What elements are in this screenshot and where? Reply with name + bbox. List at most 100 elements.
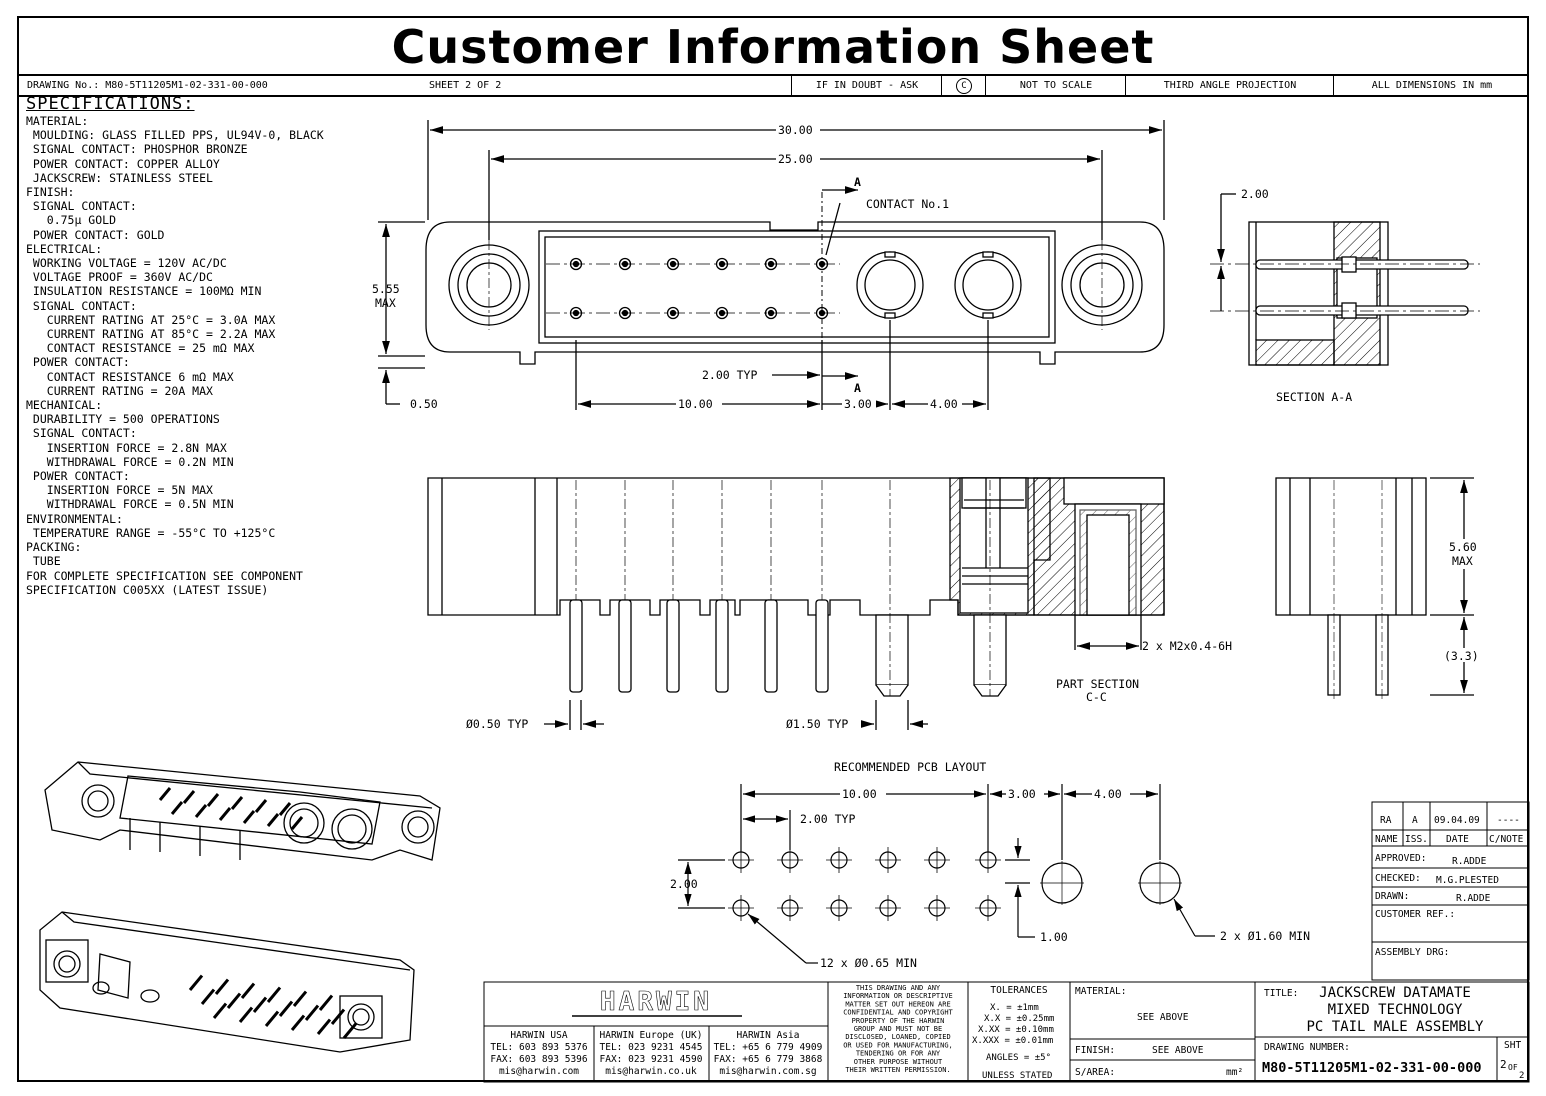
iso-pin — [240, 982, 256, 999]
pcb-dim-200: 2.00 — [670, 877, 698, 891]
spec-line: 0.75µ GOLD — [26, 213, 117, 228]
drawing-number: M80-5T11205M1-02-331-00-000 — [1262, 1060, 1481, 1076]
dim-050: 0.50 — [410, 397, 438, 411]
dimension-units-note: ALL DIMENSIONS IN mm — [1333, 76, 1530, 95]
power-contact-1 — [856, 251, 924, 319]
title-block — [483, 981, 1530, 1083]
spec-line: MECHANICAL: — [26, 398, 103, 413]
rev-name: RA — [1380, 815, 1392, 826]
tolerance-x: X. = ±1mm — [990, 1003, 1039, 1013]
confidential-line: MATTER SET OUT HEREON ARE — [845, 1000, 950, 1008]
confidential-line: THIS DRAWING AND ANY — [856, 984, 941, 992]
pcb-dim-100: 1.00 — [1040, 930, 1068, 944]
iso-pin — [182, 790, 196, 804]
confidential-line: OTHER PURPOSE WITHOUT — [854, 1058, 943, 1066]
iso-pin — [218, 807, 232, 821]
iso-pin — [188, 974, 204, 991]
isometric-view-top — [44, 761, 441, 861]
specifications-block: SPECIFICATIONS: MATERIAL: MOULDING: GLAS… — [26, 94, 324, 597]
power-contact-2 — [954, 251, 1022, 319]
iso-pin — [318, 994, 334, 1011]
projection-note: THIRD ANGLE PROJECTION — [1125, 76, 1334, 95]
iso-pin — [242, 810, 256, 824]
iso-pin — [330, 1008, 346, 1025]
dim-10: 10.00 — [678, 397, 713, 411]
pcb-dim-10: 10.00 — [842, 787, 877, 801]
confidential-line: GROUP AND MUST NOT BE — [854, 1025, 943, 1033]
title-line-3: PC TAIL MALE ASSEMBLY — [1306, 1019, 1484, 1035]
spec-line: JACKSCREW: STAINLESS STEEL — [26, 170, 213, 185]
asia-office: HARWIN Asia — [737, 1030, 800, 1041]
section-aa-view — [1210, 193, 1480, 366]
spec-line: WITHDRAWAL FORCE = 0.5N MIN — [26, 497, 234, 512]
spec-line: CURRENT RATING AT 85°C = 2.2A MAX — [26, 327, 276, 342]
drawing-number-label: DRAWING NUMBER: — [1264, 1042, 1350, 1053]
side-signal-pin — [666, 599, 680, 693]
copyright-mark: C — [941, 76, 986, 95]
iso-pin — [304, 1004, 320, 1021]
iso-pin — [290, 1014, 306, 1031]
iso-pin — [214, 978, 230, 995]
dim-4: 4.00 — [930, 397, 958, 411]
spec-line: TEMPERATURE RANGE = -55°C TO +125°C — [26, 525, 276, 540]
iso-pin — [254, 799, 268, 813]
harwin-logo: HARWIN — [600, 987, 712, 1017]
spec-line: CONTACT RESISTANCE 6 mΩ MAX — [26, 369, 234, 384]
iso-pin — [266, 813, 280, 827]
specifications-heading: SPECIFICATIONS: — [26, 94, 195, 114]
rev-cnote: ---- — [1497, 815, 1520, 826]
side-signal-pin — [569, 599, 583, 693]
dim-560: 5.60 — [1449, 540, 1477, 554]
iso-pin — [252, 996, 268, 1013]
iso-pin — [342, 1022, 358, 1039]
pcb-holes-signal: 12 x Ø0.65 MIN — [820, 956, 917, 970]
usa-email: mis@harwin.com — [499, 1066, 579, 1077]
dim-3: 3.00 — [844, 397, 872, 411]
sheet-total: 2 — [1519, 1071, 1524, 1081]
part-section-cc: C-C — [1086, 690, 1107, 704]
spec-line: SIGNAL CONTACT: — [26, 426, 137, 441]
title-line-1: JACKSCREW DATAMATE — [1319, 985, 1471, 1001]
area-unit: mm² — [1226, 1067, 1243, 1078]
dim-33: (3.3) — [1444, 649, 1479, 663]
iso-pin — [266, 986, 282, 1003]
side-signal-pin — [618, 599, 632, 693]
title-label: TITLE: — [1264, 988, 1298, 999]
sheet-label: SHT — [1504, 1040, 1521, 1051]
confidential-line: TENDERING OR FOR ANY — [856, 1050, 941, 1058]
approved-by: R.ADDE — [1452, 856, 1487, 867]
section-a-bottom: A — [854, 381, 861, 395]
iso-pin — [194, 804, 208, 818]
iso-pin — [278, 802, 292, 816]
rev-header-cnote: C/NOTE — [1489, 834, 1524, 845]
europe-tel: TEL: 023 9231 4545 — [600, 1042, 703, 1053]
material-value: SEE ABOVE — [1137, 1012, 1189, 1023]
part-section-label: PART SECTION — [1056, 677, 1139, 691]
spec-line: POWER CONTACT: — [26, 355, 130, 370]
spec-line: TUBE — [26, 554, 61, 569]
signal-contacts — [569, 257, 829, 320]
spec-line: POWER CONTACT: GOLD — [26, 227, 165, 242]
spec-line: WITHDRAWAL FORCE = 0.2N MIN — [26, 454, 234, 469]
page-title: Customer Information Sheet — [391, 20, 1155, 74]
thread-label: 2 x M2x0.4-6H — [1142, 639, 1232, 653]
spec-line: INSERTION FORCE = 5N MAX — [26, 483, 213, 498]
checked-by: M.G.PLESTED — [1436, 875, 1499, 886]
side-signal-pin — [715, 599, 729, 693]
dim-555: 5.55 — [372, 282, 400, 296]
material-label: MATERIAL: — [1075, 986, 1126, 997]
side-view — [427, 477, 1165, 730]
confidential-line: OR USED FOR MANUFACTURING, — [843, 1041, 953, 1049]
spec-line: CURRENT RATING AT 25°C = 3.0A MAX — [26, 312, 276, 327]
confidential-line: DISCLOSED, LOANED, COPIED — [845, 1033, 950, 1041]
dim-200-typ: 2.00 TYP — [702, 368, 757, 382]
side-signal-pin — [815, 599, 829, 693]
spec-line: MATERIAL: — [26, 114, 89, 128]
drawn-by: R.ADDE — [1456, 893, 1491, 904]
dia-150-label: Ø1.50 TYP — [786, 717, 848, 731]
spec-line: FOR COMPLETE SPECIFICATION SEE COMPONENT — [26, 568, 303, 583]
spec-line: CURRENT RATING = 20A MAX — [26, 383, 213, 398]
dim-25: 25.00 — [778, 152, 813, 166]
confidential-line: PROPERTY OF THE HARWIN — [852, 1017, 945, 1025]
